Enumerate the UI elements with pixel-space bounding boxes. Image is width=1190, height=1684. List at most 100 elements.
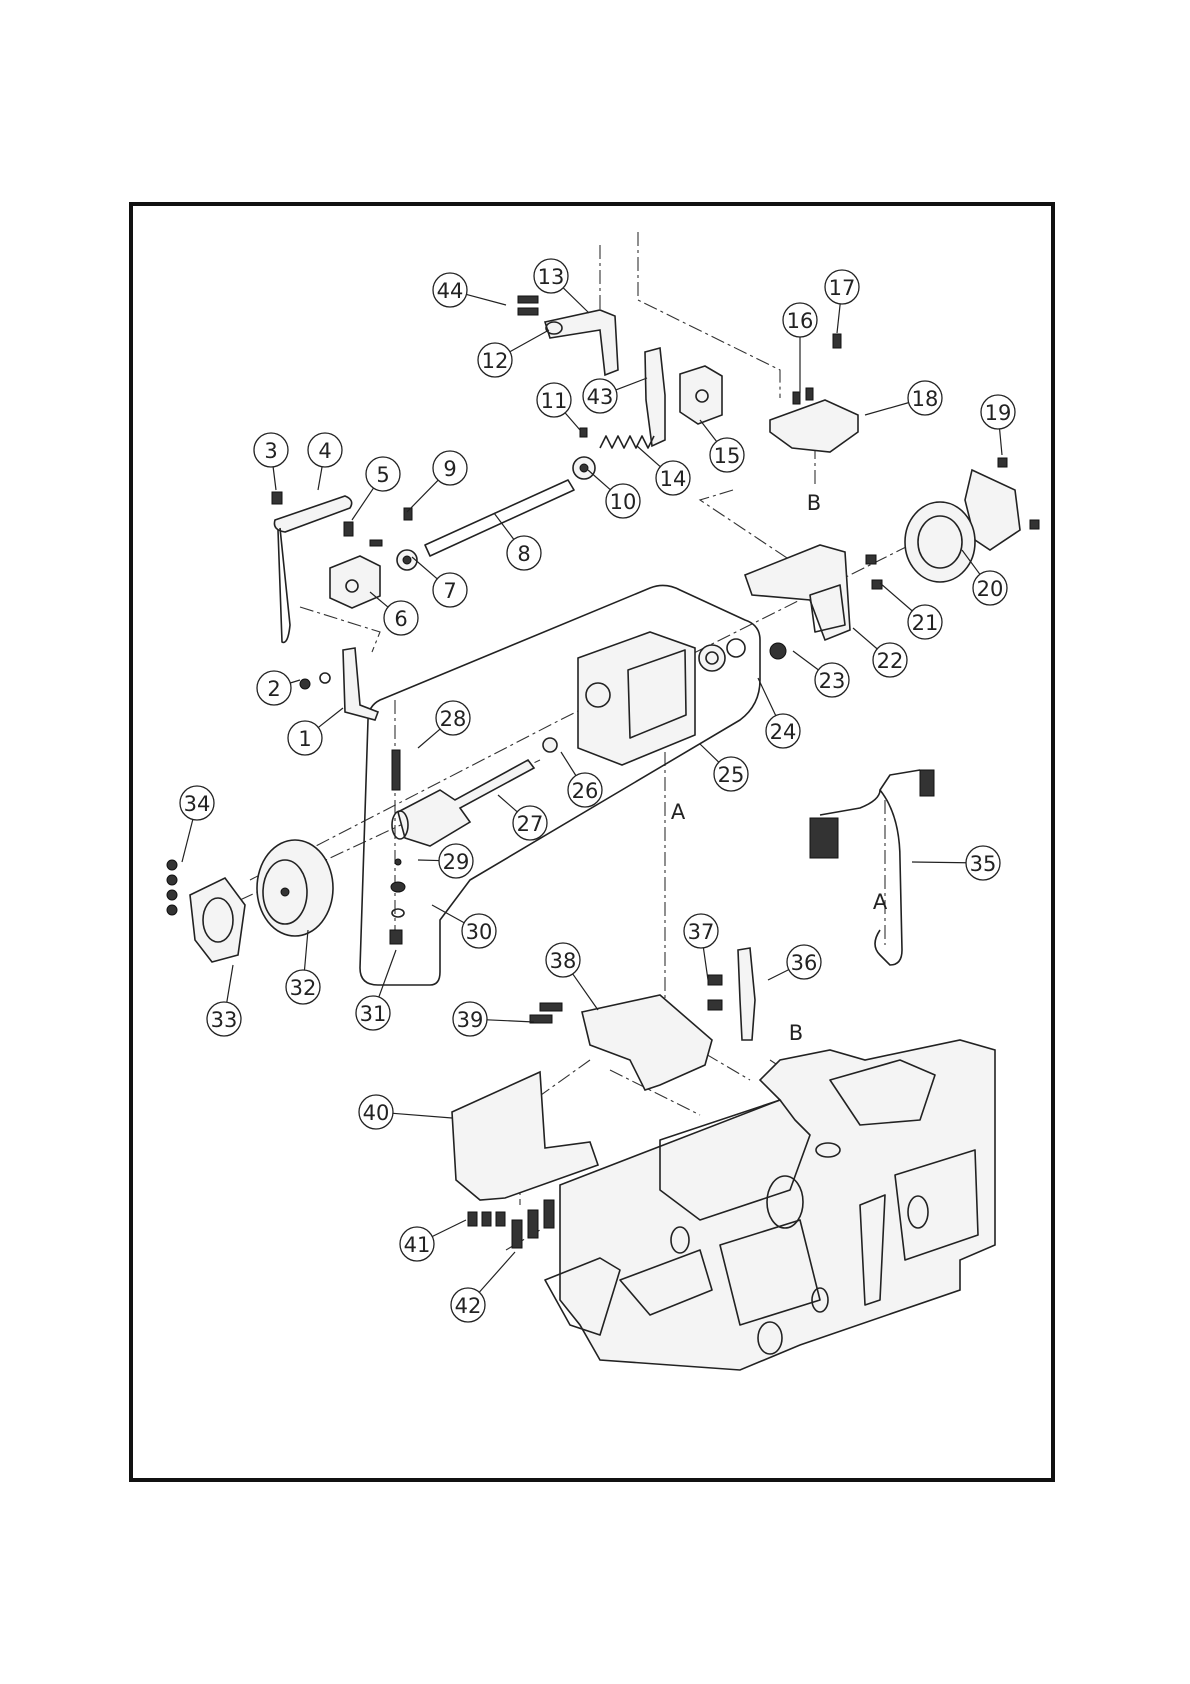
callout-leader-36	[768, 970, 789, 980]
callout-40: 40	[359, 1095, 393, 1129]
part-20-bearing-housing	[905, 502, 975, 582]
part-41-screw-a	[468, 1212, 477, 1226]
callout-leader-17	[837, 304, 840, 333]
callout-number: 39	[457, 1008, 484, 1032]
callout-leader-29	[418, 860, 439, 861]
callout-number: 44	[437, 279, 464, 303]
callout-leader-5	[352, 488, 373, 520]
callout-15: 15	[710, 438, 744, 472]
part-4-lever	[274, 496, 351, 532]
part-30-spring-washer	[391, 882, 405, 892]
callout-31: 31	[356, 996, 390, 1030]
callout-23: 23	[815, 663, 849, 697]
callout-number: 28	[440, 707, 467, 731]
callout-leader-10	[588, 470, 610, 490]
callout-3: 3	[254, 433, 288, 467]
callout-leader-30	[432, 905, 464, 923]
part-8-shaft	[425, 480, 574, 556]
part-43-plate	[645, 348, 665, 446]
callout-number: 15	[714, 444, 741, 468]
callout-number: 17	[829, 276, 856, 300]
callout-26: 26	[568, 773, 602, 807]
part-19-screw	[998, 458, 1007, 467]
callout-number: 24	[770, 720, 797, 744]
part-35-harness	[820, 770, 920, 965]
ref-letter-a: A	[873, 890, 888, 914]
callout-number: 26	[572, 779, 599, 803]
callout-number: 9	[443, 457, 456, 481]
callout-number: 19	[985, 401, 1012, 425]
callout-24: 24	[766, 714, 800, 748]
callout-20: 20	[973, 571, 1007, 605]
part-5-screw	[344, 522, 353, 536]
callout-leader-33	[227, 965, 233, 1002]
callout-leader-4	[318, 467, 322, 490]
part-37-screw-b	[708, 1000, 722, 1010]
part-41-screw-b	[482, 1212, 491, 1226]
callout-leader-9	[407, 480, 438, 512]
part-24-bearing	[699, 645, 725, 671]
callout-number: 25	[718, 763, 745, 787]
callout-number: 40	[363, 1101, 390, 1125]
callout-number: 37	[688, 920, 715, 944]
callout-number: 14	[660, 467, 687, 491]
part-34-screw-a	[167, 860, 177, 870]
callout-leader-42	[479, 1252, 515, 1292]
callout-36: 36	[787, 945, 821, 979]
callout-4: 4	[308, 433, 342, 467]
callout-5: 5	[366, 457, 400, 491]
callout-number: 38	[550, 949, 577, 973]
callout-19: 19	[981, 395, 1015, 429]
callout-41: 41	[400, 1227, 434, 1261]
callout-leader-40	[393, 1113, 452, 1118]
callout-leader-15	[700, 420, 717, 442]
callout-21: 21	[908, 605, 942, 639]
callout-30: 30	[462, 914, 496, 948]
callout-number: 42	[455, 1294, 482, 1318]
part-35-plug	[920, 770, 934, 796]
callout-leader-43	[616, 378, 647, 390]
part-34-screw-c	[167, 890, 177, 900]
part-33-gasket	[190, 878, 245, 962]
part-3-screw	[272, 492, 282, 504]
machine-frame-casting	[545, 1040, 995, 1370]
callout-17: 17	[825, 270, 859, 304]
part-34-screw-b	[167, 875, 177, 885]
callout-leader-18	[865, 403, 909, 415]
part-32-center	[281, 888, 289, 896]
part-19-screw-b	[1030, 520, 1039, 529]
part-41-screw-c	[496, 1212, 505, 1226]
callout-9: 9	[433, 451, 467, 485]
callout-leader-34	[182, 819, 193, 862]
callout-number: 8	[517, 542, 530, 566]
callout-number: 16	[787, 309, 814, 333]
callout-number: 5	[376, 463, 389, 487]
callout-14: 14	[656, 461, 690, 495]
part-13-bracket	[545, 310, 618, 375]
callout-number: 34	[184, 792, 211, 816]
callout-16: 16	[783, 303, 817, 337]
callout-38: 38	[546, 943, 580, 977]
callout-number: 43	[587, 385, 614, 409]
part-35-connector	[810, 818, 838, 858]
callout-number: 11	[541, 389, 568, 413]
callout-leader-32	[304, 930, 308, 970]
part-14-spring	[600, 436, 654, 448]
callout-number: 27	[517, 812, 544, 836]
callout-44: 44	[433, 273, 467, 307]
part-31-washer	[392, 909, 404, 917]
part-7-set-screw	[370, 540, 382, 546]
ref-letter-b: B	[807, 491, 821, 515]
callout-27: 27	[513, 806, 547, 840]
part-39-screw-b	[540, 1003, 562, 1011]
callout-leader-14	[637, 446, 660, 467]
part-31-nut	[390, 930, 402, 944]
callout-number: 32	[290, 976, 317, 1000]
callout-number: 3	[264, 439, 277, 463]
callout-leader-8	[494, 513, 514, 539]
part-1-bracket	[343, 648, 378, 720]
callout-leader-41	[432, 1220, 466, 1237]
callout-number: 21	[912, 611, 939, 635]
callout-18: 18	[908, 381, 942, 415]
